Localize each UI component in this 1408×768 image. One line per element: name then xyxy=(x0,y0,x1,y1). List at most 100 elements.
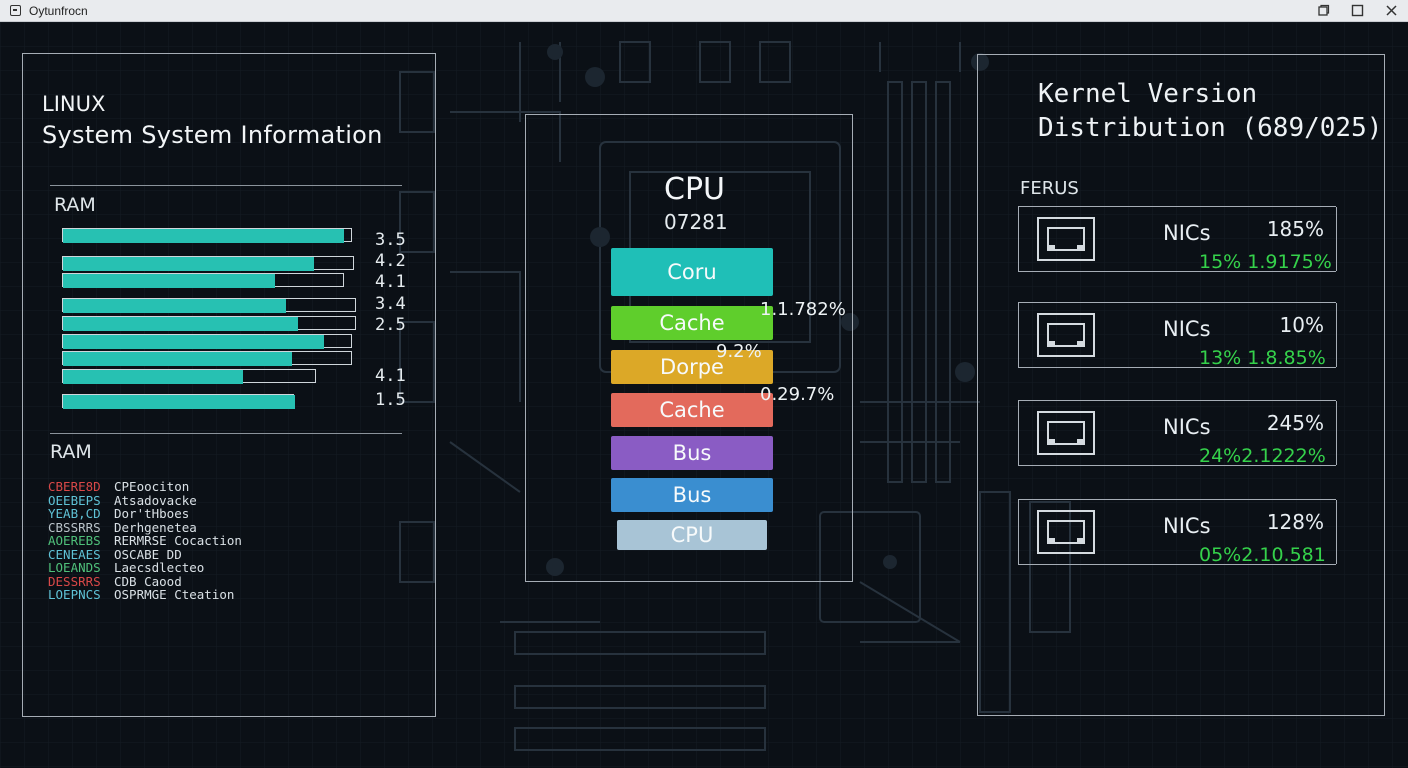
ram-bar-fill xyxy=(63,257,314,271)
terminal-text: CDB Caood xyxy=(114,573,182,589)
nic-name: NICs xyxy=(1163,317,1211,341)
ram-label: RAM xyxy=(54,194,96,216)
terminal-line: LOEANDS Laecsdlecteo xyxy=(48,560,204,575)
nic-card[interactable]: NICs 245% 24%2.1222% xyxy=(1018,400,1337,467)
terminal-text: OSPRMGE Cteation xyxy=(114,587,235,602)
nic-detail: 13% 1.8.85% xyxy=(1199,347,1326,369)
terminal-line: CBERE8D CPEoociton xyxy=(48,479,189,494)
terminal-code: LOEPNCS xyxy=(48,587,101,602)
nic-card[interactable]: NICs 185% 15% 1.9175% xyxy=(1018,206,1337,273)
cpu-stack-block[interactable]: Cache xyxy=(611,393,773,427)
ram-bar-fill xyxy=(63,370,243,384)
ram-bar-track xyxy=(62,316,356,331)
ram-bar-track xyxy=(62,298,356,313)
terminal-line: OEEBEPS Atsadovacke xyxy=(48,493,197,508)
ethernet-port-icon xyxy=(1037,217,1095,261)
nic-percent: 128% xyxy=(1266,510,1324,534)
terminal-text: Atsadovacke xyxy=(114,492,197,508)
cpu-stack-block[interactable]: Bus xyxy=(611,436,773,470)
ram-bar-value: 4.2 xyxy=(375,251,406,271)
maximize-icon xyxy=(1351,4,1363,17)
distribution-label: Distribution (689/025) xyxy=(1038,113,1383,143)
title-bar: Oytunfrocn xyxy=(0,0,1408,22)
ethernet-port-icon xyxy=(1037,510,1095,554)
terminal-text: Laecsdlecteo xyxy=(114,560,205,575)
center-panel-frame xyxy=(525,114,853,582)
nic-card[interactable]: NICs 10% 13% 1.8.85% xyxy=(1018,302,1337,369)
maximize-button[interactable] xyxy=(1340,0,1374,22)
terminal-text: CPEoociton xyxy=(114,479,190,494)
terminal-line: YEAB,CD Dor'tHboes xyxy=(48,506,189,521)
ram-bar-fill xyxy=(63,352,292,366)
cpu-title: CPU xyxy=(664,172,725,207)
ram-bar-value: 1.5 xyxy=(375,390,406,410)
close-button[interactable] xyxy=(1374,0,1408,22)
cpu-stack-block[interactable]: Cache xyxy=(611,306,773,340)
nic-detail: 05%2.10.581 xyxy=(1199,544,1326,566)
terminal-text: Derhgenetea xyxy=(114,519,197,535)
ethernet-port-icon xyxy=(1037,411,1095,455)
cpu-stack-block[interactable]: CPU xyxy=(617,520,767,550)
nic-card[interactable]: NICs 128% 05%2.10.581 xyxy=(1018,499,1337,566)
section-label: FERUS xyxy=(1020,178,1079,199)
terminal-text: RERMRSE Cocaction xyxy=(114,533,242,548)
terminal-code: CENEAES xyxy=(48,546,101,562)
ethernet-port-icon xyxy=(1037,313,1095,357)
ram-bar-track xyxy=(62,334,352,349)
nic-detail: 15% 1.9175% xyxy=(1199,251,1332,273)
terminal-line: LOEPNCS OSPRMGE Cteation xyxy=(48,587,234,602)
window-title: Oytunfrocn xyxy=(29,3,88,18)
terminal-line: CENEAES OSCABE DD xyxy=(48,547,182,562)
ram-bar-track xyxy=(62,273,344,288)
ram-bar-fill xyxy=(63,299,286,313)
nic-name: NICs xyxy=(1163,415,1211,439)
terminal-code: YEAB,CD xyxy=(48,506,101,521)
ram-bar-track xyxy=(62,394,295,409)
nic-name: NICs xyxy=(1163,221,1211,245)
terminal-text: Dor'tHboes xyxy=(114,506,190,521)
ram-secondary-label: RAM xyxy=(50,441,92,463)
ram-bar-fill xyxy=(63,395,295,409)
ram-bar-value: 3.4 xyxy=(375,294,406,314)
terminal-code: CBSSRRS xyxy=(48,519,101,535)
cpu-stack-block[interactable]: Bus xyxy=(611,478,773,512)
terminal-code: OEEBEPS xyxy=(48,492,101,508)
left-subtitle: System System Information xyxy=(42,121,383,149)
separator xyxy=(50,185,402,186)
ram-bar-value: 4.1 xyxy=(375,272,406,292)
ram-bar-track xyxy=(62,369,316,384)
ram-bar-track xyxy=(62,256,354,271)
nic-percent: 10% xyxy=(1279,313,1324,337)
ram-bar-fill xyxy=(63,229,344,243)
minimize-button[interactable] xyxy=(1306,0,1340,22)
ram-bar-fill xyxy=(63,317,298,331)
separator xyxy=(50,433,402,434)
cpu-percent: 1.1.782% xyxy=(760,299,846,320)
terminal-line: AOEREBS RERMRSE Cocaction xyxy=(48,533,242,548)
terminal-line: DESSRRS CDB Caood xyxy=(48,574,182,589)
nic-detail: 24%2.1222% xyxy=(1199,445,1326,467)
cpu-percent: 0.29.7% xyxy=(760,384,835,405)
terminal-code: CBERE8D xyxy=(48,479,101,494)
ram-bar-value: 4.1 xyxy=(375,366,406,386)
cpu-stack-block[interactable]: Dorpe xyxy=(611,350,773,384)
terminal-text: OSCABE DD xyxy=(114,546,182,562)
nic-name: NICs xyxy=(1163,514,1211,538)
ram-bar-value: 3.5 xyxy=(375,230,406,250)
ram-bar-fill xyxy=(63,335,324,349)
kernel-version-label: Kernel Version xyxy=(1038,79,1258,109)
ram-bar-value: 2.5 xyxy=(375,315,406,335)
right-panel-frame xyxy=(977,54,1385,716)
terminal-code: DESSRRS xyxy=(48,573,101,589)
terminal-code: LOEANDS xyxy=(48,560,101,575)
left-title: LINUX xyxy=(42,92,106,116)
ram-bar-fill xyxy=(63,274,275,288)
close-icon xyxy=(1385,5,1397,16)
cpu-percent: 9.2% xyxy=(716,341,762,362)
cpu-stack-block[interactable]: Coru xyxy=(611,248,773,296)
terminal-code: AOEREBS xyxy=(48,533,101,548)
restore-icon xyxy=(1317,4,1329,16)
nic-percent: 245% xyxy=(1266,411,1324,435)
nic-percent: 185% xyxy=(1266,217,1324,241)
ram-bar-track xyxy=(62,228,352,243)
